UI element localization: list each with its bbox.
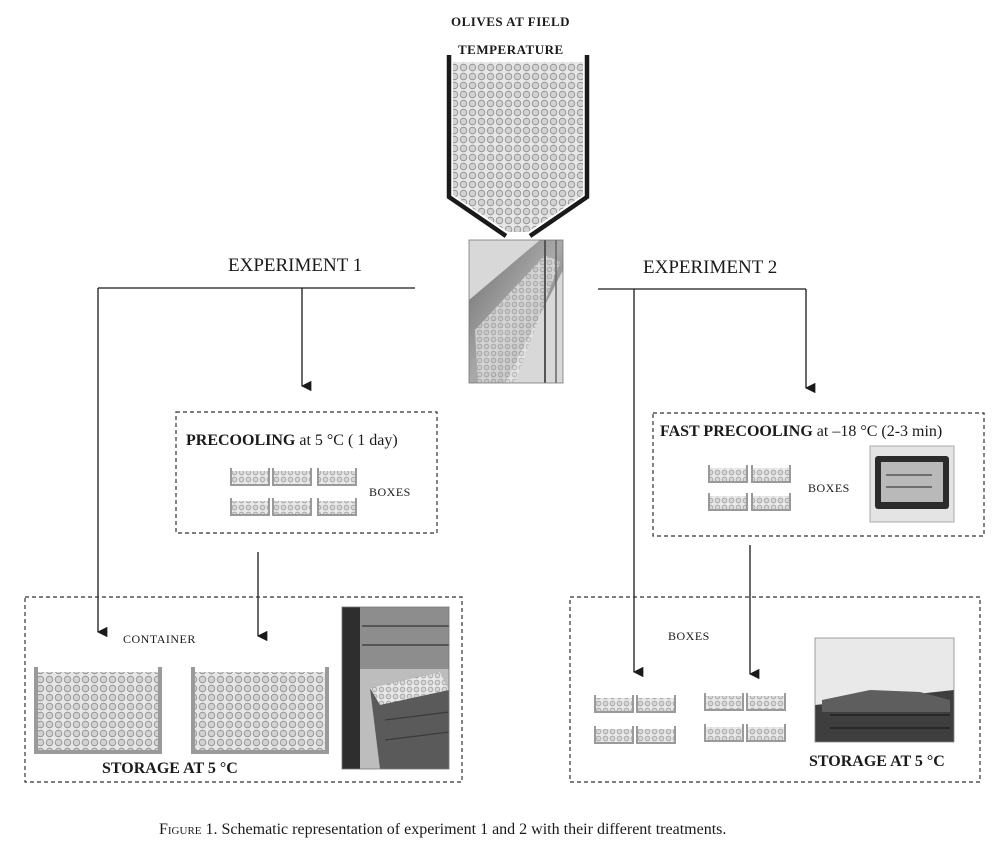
fast-precooling-title: FAST PRECOOLING at –18 °C (2-3 min) (660, 424, 942, 440)
crate-icon (705, 696, 743, 710)
crate-icon (231, 471, 269, 485)
crate-outline (751, 465, 791, 483)
experiment-2-label: EXPERIMENT 2 (643, 257, 778, 278)
crate-icon (273, 471, 311, 485)
fast-precooling-boxes-label: BOXES (808, 481, 850, 495)
container-label: CONTAINER (123, 632, 196, 646)
precooling-title-bold: PRECOOLING (186, 432, 296, 449)
conveyor-photo (468, 239, 564, 384)
crate-outline (636, 726, 676, 744)
fast-precooling-box (652, 412, 985, 537)
crate-icon (747, 696, 785, 710)
container-left-icon (34, 667, 162, 754)
crate-outline (708, 465, 748, 483)
fast-precooling-crates (708, 465, 791, 511)
figure-caption: Figure 1. Schematic representation of ex… (159, 822, 726, 838)
crate-outline (746, 724, 786, 742)
caption-lead: Figure 1. (159, 821, 218, 838)
experiment-1-branch (96, 287, 415, 642)
crate-outline (594, 726, 634, 744)
crate-outline (317, 498, 357, 516)
container-right-icon (191, 667, 329, 754)
precooling-title-detail: at 5 °C ( 1 day) (295, 432, 398, 449)
storage-2-title: STORAGE AT 5 °C (809, 753, 945, 770)
crate-outline (704, 693, 744, 711)
storage-1-title: STORAGE AT 5 °C (102, 760, 238, 777)
crate-icon (595, 698, 633, 712)
crate-outline (230, 468, 270, 486)
fast-precooling-title-detail: at –18 °C (2-3 min) (812, 423, 943, 440)
storage-crates-photo (814, 637, 955, 743)
crate-outline (272, 498, 312, 516)
crate-icon (709, 468, 747, 482)
experiment-1-label: EXPERIMENT 1 (228, 255, 363, 276)
storage-2-crates (594, 693, 786, 744)
precooling-crates (230, 468, 357, 516)
crate-outline (751, 493, 791, 511)
experiment-2-branch (598, 288, 816, 680)
crate-icon (637, 729, 675, 743)
storage-2-box (569, 596, 981, 783)
crate-icon (747, 727, 785, 741)
precooling-box (175, 411, 438, 534)
crate-icon (705, 727, 743, 741)
crate-icon (273, 501, 311, 515)
caption-text: Schematic representation of experiment 1… (217, 821, 727, 838)
cold-room-photo (341, 606, 450, 770)
hopper-title-line1: OLIVES AT FIELD (451, 14, 571, 29)
crate-icon (231, 501, 269, 515)
hopper-icon (446, 55, 590, 238)
storage-2-boxes-label: BOXES (668, 629, 710, 643)
precooling-boxes-label: BOXES (369, 485, 411, 499)
crate-icon (637, 698, 675, 712)
crate-outline (636, 695, 676, 713)
crate-outline (272, 468, 312, 486)
crate-icon (318, 471, 356, 485)
hopper-title-line2: TEMPERATURE (458, 42, 564, 57)
fast-precooling-title-bold: FAST PRECOOLING (660, 423, 813, 440)
storage-1-box (24, 596, 463, 783)
crate-outline (230, 498, 270, 516)
crate-outline (594, 695, 634, 713)
crate-outline (746, 693, 786, 711)
crate-outline (317, 468, 357, 486)
crate-outline (704, 724, 744, 742)
crate-outline (708, 493, 748, 511)
crate-icon (318, 501, 356, 515)
thermometer-display-photo (869, 445, 955, 523)
crate-icon (595, 729, 633, 743)
crate-icon (752, 468, 790, 482)
crate-icon (709, 496, 747, 510)
precooling-title: PRECOOLING at 5 °C ( 1 day) (186, 433, 398, 449)
crate-icon (752, 496, 790, 510)
